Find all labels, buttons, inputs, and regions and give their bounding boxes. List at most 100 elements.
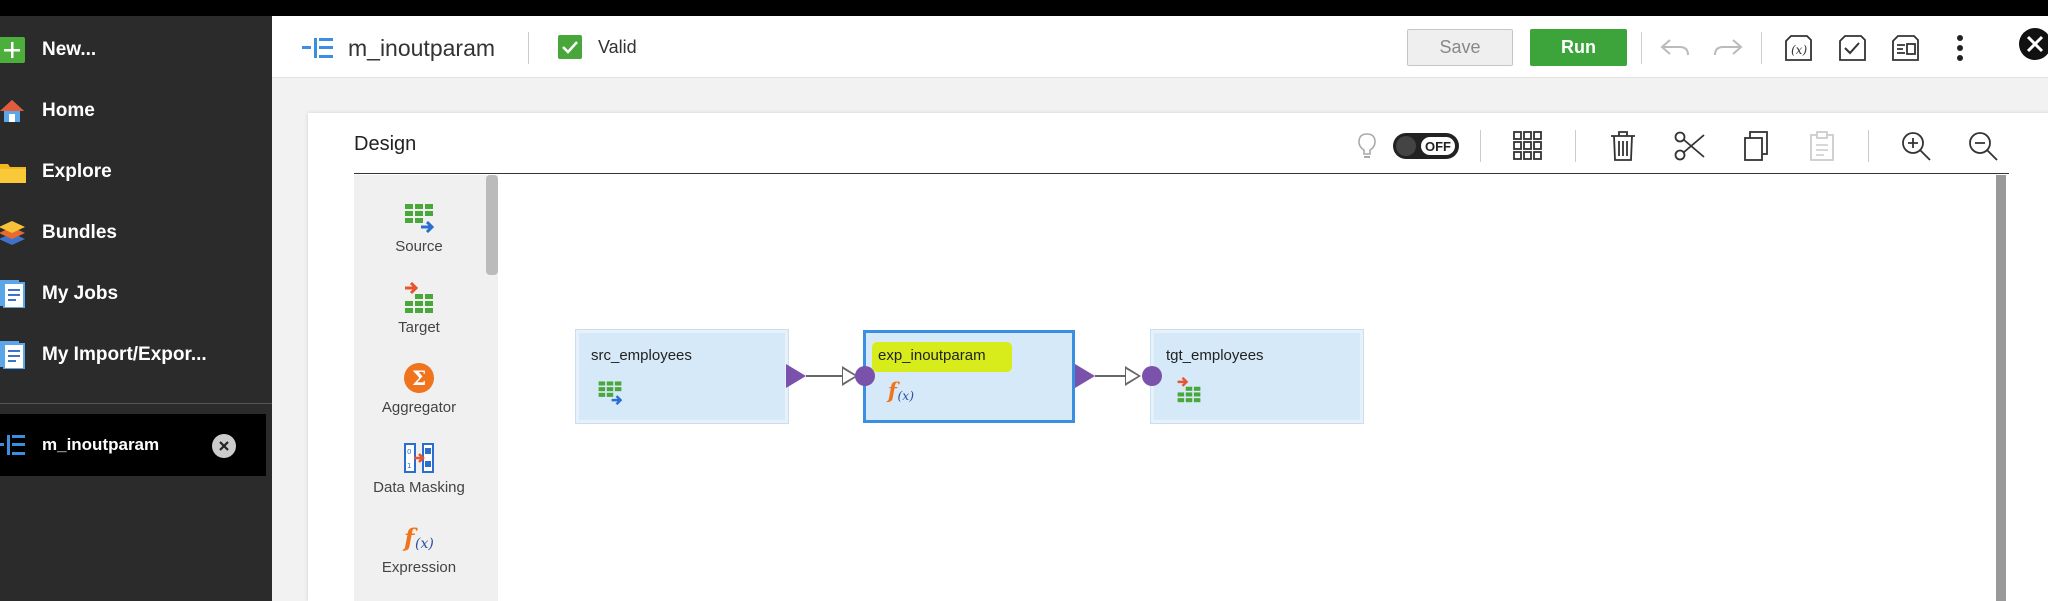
sidebar-item-my-import-export[interactable]: My Import/Expor... bbox=[0, 330, 272, 380]
mapping-icon bbox=[302, 37, 334, 64]
sidebar-item-explore[interactable]: Explore bbox=[0, 147, 272, 197]
toolbar-divider bbox=[1575, 130, 1576, 162]
palette-item-aggregator[interactable]: Σ Aggregator bbox=[354, 361, 484, 416]
palette-item-label: Target bbox=[398, 319, 440, 336]
sidebar-item-label: Bundles bbox=[42, 222, 117, 243]
palette-scrollbar[interactable] bbox=[486, 175, 498, 275]
header-divider bbox=[1641, 32, 1642, 64]
delete-icon[interactable] bbox=[1603, 127, 1643, 165]
mapping-icon bbox=[0, 434, 26, 461]
header-divider bbox=[1761, 32, 1762, 64]
node-label: exp_inoutparam bbox=[878, 347, 986, 364]
sidebar-open-tab-label: m_inoutparam bbox=[42, 435, 160, 454]
toolbar-divider bbox=[1868, 130, 1869, 162]
input-port-exp[interactable] bbox=[855, 366, 875, 386]
jobs-icon bbox=[0, 280, 26, 308]
home-icon bbox=[0, 97, 26, 125]
toggle-knob bbox=[1396, 136, 1416, 156]
cut-icon[interactable] bbox=[1670, 127, 1710, 165]
output-port-src[interactable] bbox=[786, 364, 806, 388]
sidebar-item-new[interactable]: New... bbox=[0, 25, 272, 75]
palette-item-label: Data Masking bbox=[373, 479, 465, 496]
source-icon bbox=[597, 379, 623, 410]
close-tab-icon[interactable] bbox=[212, 434, 236, 458]
aggregator-icon: Σ bbox=[402, 361, 436, 395]
input-port-tgt[interactable] bbox=[1142, 366, 1162, 386]
palette-item-target[interactable]: Target bbox=[354, 281, 484, 336]
import-export-icon bbox=[0, 341, 26, 369]
sidebar-item-label: New... bbox=[42, 39, 97, 60]
sidebar-open-tab-m-inoutparam[interactable]: m_inoutparam bbox=[0, 414, 266, 476]
node-tgt-employees[interactable]: tgt_employees bbox=[1151, 330, 1363, 423]
design-header-line bbox=[354, 173, 2009, 174]
link-arrowhead-inner bbox=[1126, 369, 1138, 383]
validation-status: Valid bbox=[598, 37, 637, 57]
sidebar-item-home[interactable]: Home bbox=[0, 86, 272, 136]
zoom-in-icon[interactable] bbox=[1896, 127, 1936, 165]
source-icon bbox=[402, 200, 436, 234]
run-button[interactable]: Run bbox=[1530, 29, 1627, 66]
svg-text:(x): (x) bbox=[1791, 43, 1807, 57]
toggle-label: OFF bbox=[1421, 137, 1455, 155]
preview-icon[interactable] bbox=[1888, 32, 1924, 64]
palette-item-label: Aggregator bbox=[381, 399, 457, 416]
lightbulb-icon[interactable] bbox=[1347, 127, 1387, 165]
zoom-out-icon[interactable] bbox=[1963, 127, 2003, 165]
label-highlight bbox=[872, 342, 1012, 372]
canvas-vertical-scrollbar[interactable] bbox=[1996, 175, 2006, 601]
link-exp-to-tgt bbox=[1095, 375, 1129, 377]
sidebar-item-label: Home bbox=[42, 100, 95, 121]
node-exp-inoutparam[interactable]: exp_inoutparam f(x) bbox=[863, 330, 1075, 423]
svg-text:Σ: Σ bbox=[412, 366, 426, 390]
svg-text:f: f bbox=[402, 523, 418, 552]
more-options-icon[interactable] bbox=[1942, 32, 1978, 64]
sidebar-item-label: My Import/Expor... bbox=[42, 344, 207, 365]
sidebar-item-label: Explore bbox=[42, 161, 112, 182]
palette-item-source[interactable]: Source bbox=[354, 200, 484, 255]
copy-icon[interactable] bbox=[1736, 127, 1776, 165]
header-divider bbox=[528, 32, 529, 64]
folder-icon bbox=[0, 158, 26, 186]
link-arrowhead-inner bbox=[843, 369, 855, 383]
undo-icon[interactable] bbox=[1657, 32, 1693, 64]
expression-icon: f(x) bbox=[402, 521, 436, 555]
layers-icon bbox=[0, 219, 26, 247]
page-title: m_inoutparam bbox=[348, 35, 496, 61]
sidebar: New... Home Explore Bundles My Jobs bbox=[0, 16, 272, 601]
header-bar: m_inoutparam Valid Save Run (x) bbox=[272, 16, 2048, 78]
target-icon bbox=[1176, 376, 1202, 408]
parameters-icon[interactable]: (x) bbox=[1780, 32, 1816, 64]
node-label: tgt_employees bbox=[1166, 347, 1264, 364]
svg-text:1: 1 bbox=[407, 462, 411, 470]
node-src-employees[interactable]: src_employees bbox=[576, 330, 788, 423]
grid-arrange-icon[interactable] bbox=[1508, 127, 1548, 165]
sidebar-item-bundles[interactable]: Bundles bbox=[0, 208, 272, 258]
sidebar-divider bbox=[0, 403, 272, 404]
smart-match-toggle[interactable]: OFF bbox=[1393, 133, 1459, 159]
expression-icon: f(x) bbox=[886, 377, 916, 410]
design-title: Design bbox=[354, 133, 417, 155]
validate-icon[interactable] bbox=[1834, 32, 1870, 64]
plus-icon bbox=[0, 36, 26, 64]
palette-item-expression[interactable]: f(x) Expression bbox=[354, 521, 484, 576]
svg-text:(x): (x) bbox=[415, 536, 434, 552]
top-black-bar bbox=[0, 0, 2048, 16]
save-button[interactable]: Save bbox=[1407, 29, 1513, 66]
paste-icon[interactable] bbox=[1802, 127, 1842, 165]
toolbar-divider bbox=[1480, 130, 1481, 162]
target-icon bbox=[402, 281, 436, 315]
palette-item-label: Expression bbox=[381, 559, 457, 576]
valid-check-icon bbox=[558, 35, 582, 59]
close-icon[interactable] bbox=[2017, 28, 2048, 60]
output-port-exp[interactable] bbox=[1075, 364, 1095, 388]
node-label: src_employees bbox=[591, 347, 692, 364]
svg-text:0: 0 bbox=[407, 448, 411, 456]
palette-item-label: Source bbox=[395, 238, 443, 255]
sidebar-item-label: My Jobs bbox=[42, 283, 119, 304]
link-src-to-exp bbox=[806, 375, 846, 377]
sidebar-item-my-jobs[interactable]: My Jobs bbox=[0, 269, 272, 319]
redo-icon[interactable] bbox=[1710, 32, 1746, 64]
svg-text:(x): (x) bbox=[898, 389, 915, 403]
